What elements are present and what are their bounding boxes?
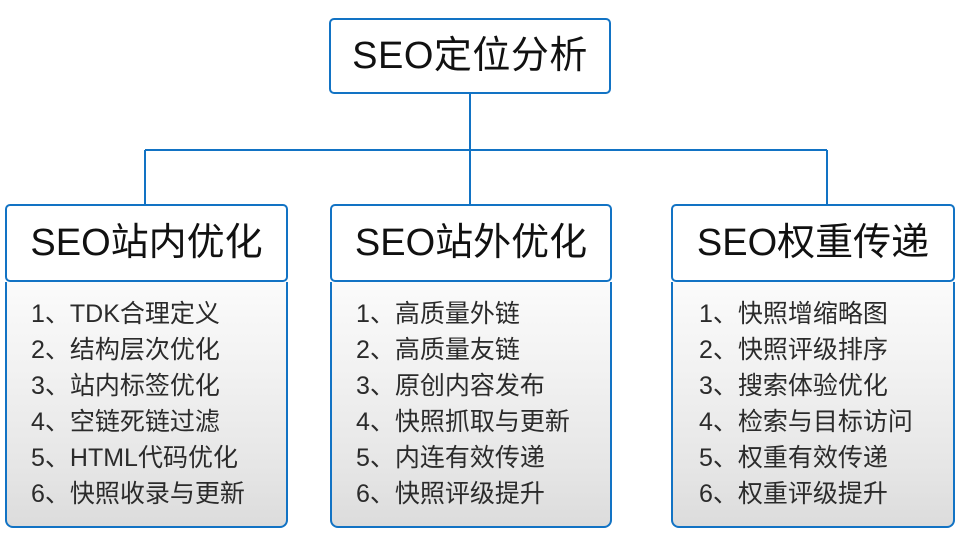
list-item: 3、搜索体验优化: [699, 372, 888, 400]
branch-title-2: SEO站外优化: [354, 222, 588, 264]
list-item: 6、权重评级提升: [699, 480, 888, 508]
list-item: 5、内连有效传递: [356, 444, 545, 472]
branch-title-1: SEO站内优化: [30, 222, 263, 264]
branch-title-3: SEO权重传递: [696, 222, 930, 264]
branch-header-1: SEO站内优化: [5, 204, 288, 282]
branch-item-list-2: 1、高质量外链 2、高质量友链 3、原创内容发布 4、快照抓取与更新 5、内连有…: [332, 296, 610, 512]
list-item: 4、检索与目标访问: [699, 408, 913, 436]
branch-body-2: 1、高质量外链 2、高质量友链 3、原创内容发布 4、快照抓取与更新 5、内连有…: [330, 282, 612, 528]
root-node-title: SEO定位分析: [352, 35, 588, 77]
list-item: 3、站内标签优化: [31, 372, 220, 400]
list-item: 3、原创内容发布: [356, 372, 545, 400]
branch-body-3: 1、快照增缩略图 2、快照评级排序 3、搜索体验优化 4、检索与目标访问 5、权…: [671, 282, 955, 528]
branch-column-2: SEO站外优化 1、高质量外链 2、高质量友链 3、原创内容发布 4、快照抓取与…: [330, 204, 612, 528]
list-item: 2、快照评级排序: [699, 336, 888, 364]
branch-column-1: SEO站内优化 1、TDK合理定义 2、结构层次优化 3、站内标签优化 4、空链…: [5, 204, 288, 528]
list-item: 1、TDK合理定义: [31, 300, 220, 328]
branch-column-3: SEO权重传递 1、快照增缩略图 2、快照评级排序 3、搜索体验优化 4、检索与…: [671, 204, 955, 528]
branch-header-3: SEO权重传递: [671, 204, 955, 282]
root-node: SEO定位分析: [329, 18, 611, 94]
list-item: 4、空链死链过滤: [31, 408, 220, 436]
list-item: 1、快照增缩略图: [699, 300, 888, 328]
list-item: 5、HTML代码优化: [31, 444, 238, 472]
branch-header-2: SEO站外优化: [330, 204, 612, 282]
branch-item-list-3: 1、快照增缩略图 2、快照评级排序 3、搜索体验优化 4、检索与目标访问 5、权…: [673, 296, 953, 512]
list-item: 4、快照抓取与更新: [356, 408, 570, 436]
list-item: 6、快照评级提升: [356, 480, 545, 508]
branch-item-list-1: 1、TDK合理定义 2、结构层次优化 3、站内标签优化 4、空链死链过滤 5、H…: [7, 296, 286, 512]
list-item: 2、结构层次优化: [31, 336, 220, 364]
list-item: 6、快照收录与更新: [31, 480, 245, 508]
list-item: 1、高质量外链: [356, 300, 520, 328]
branch-body-1: 1、TDK合理定义 2、结构层次优化 3、站内标签优化 4、空链死链过滤 5、H…: [5, 282, 288, 528]
list-item: 5、权重有效传递: [699, 444, 888, 472]
list-item: 2、高质量友链: [356, 336, 520, 364]
